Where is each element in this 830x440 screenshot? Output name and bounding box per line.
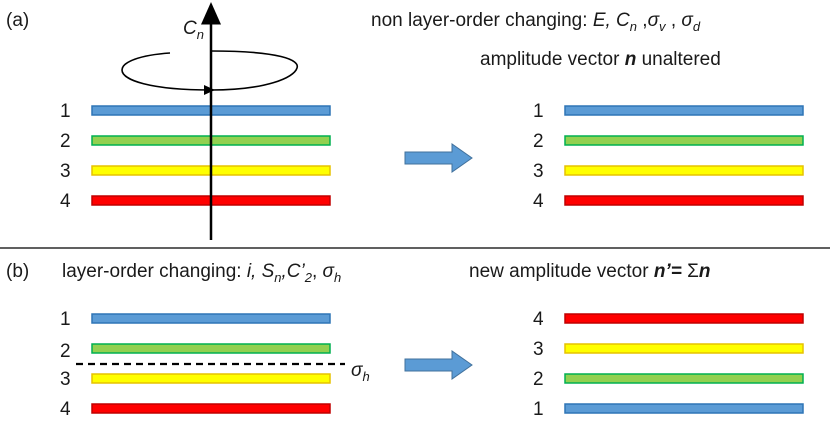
panel-b-left-label-4: 4: [60, 399, 71, 420]
panel-b-transform-arrow: [404, 350, 473, 380]
panel-a-right-layer-2: [564, 135, 804, 146]
panel-a-right-layer-3: [564, 165, 804, 176]
panel-a-right-layer-4: [564, 195, 804, 206]
panel-a-left-label-2: 2: [60, 131, 71, 152]
panel-a-transform-arrow: [404, 143, 473, 173]
panel-b-left-label-3: 3: [60, 369, 71, 390]
panel-a-tag: (a): [6, 10, 29, 31]
panel-a-right-label-2: 2: [533, 131, 544, 152]
panel-a-right-layers: 1 2 3 4: [533, 101, 804, 212]
panel-b-right-label-2: 3: [533, 339, 544, 360]
panel-a-left-label-3: 3: [60, 161, 71, 182]
panel-b-right-label-4: 1: [533, 399, 544, 420]
panel-b-right-layer-4: [564, 403, 804, 414]
panel-b-right-layer-3: [564, 373, 804, 384]
panel-b-left-label-2: 2: [60, 341, 71, 362]
panel-a-right-label-1: 1: [533, 101, 544, 122]
panel-b-right-layer-2: [564, 343, 804, 354]
panel-b-subtitle: new amplitude vector n’= Σn: [469, 261, 710, 282]
panel-b-left-layer-3: [91, 373, 331, 384]
panel-a-right-label-3: 3: [533, 161, 544, 182]
axis-label-c: Cn: [183, 18, 204, 42]
panel-b-right-layers: 4 3 2 1: [533, 309, 804, 420]
panel-a-left-layers: 1 2 3 4: [60, 101, 331, 212]
panel-b-right-label-3: 2: [533, 369, 544, 390]
panel-b-left-layers: 1 2 3 4: [60, 309, 331, 420]
mirror-plane-label: σh: [351, 360, 370, 384]
panel-a-title: non layer-order changing: E, Cn ,σv , σd: [371, 10, 701, 34]
panel-a-right-label-4: 4: [533, 191, 544, 212]
panel-a-right-layer-1: [564, 105, 804, 116]
panel-b-right-label-1: 4: [533, 309, 544, 330]
rotation-ellipse: [121, 50, 298, 91]
panel-b-tag: (b): [6, 261, 29, 282]
panel-b-right-layer-1: [564, 313, 804, 324]
panel-b-title: layer-order changing: i, Sn,C’2, σh: [62, 261, 341, 285]
panel-a-subtitle: amplitude vector n unaltered: [480, 49, 721, 70]
rotation-arrowhead: [204, 85, 215, 95]
panel-b-left-layer-4: [91, 403, 331, 414]
panel-b-left-layer-2: [91, 343, 331, 354]
panel-a-left-label-1: 1: [60, 101, 71, 122]
panel-b-left-layer-1: [91, 313, 331, 324]
panel-a-left-label-4: 4: [60, 191, 71, 212]
panel-b-left-label-1: 1: [60, 309, 71, 330]
